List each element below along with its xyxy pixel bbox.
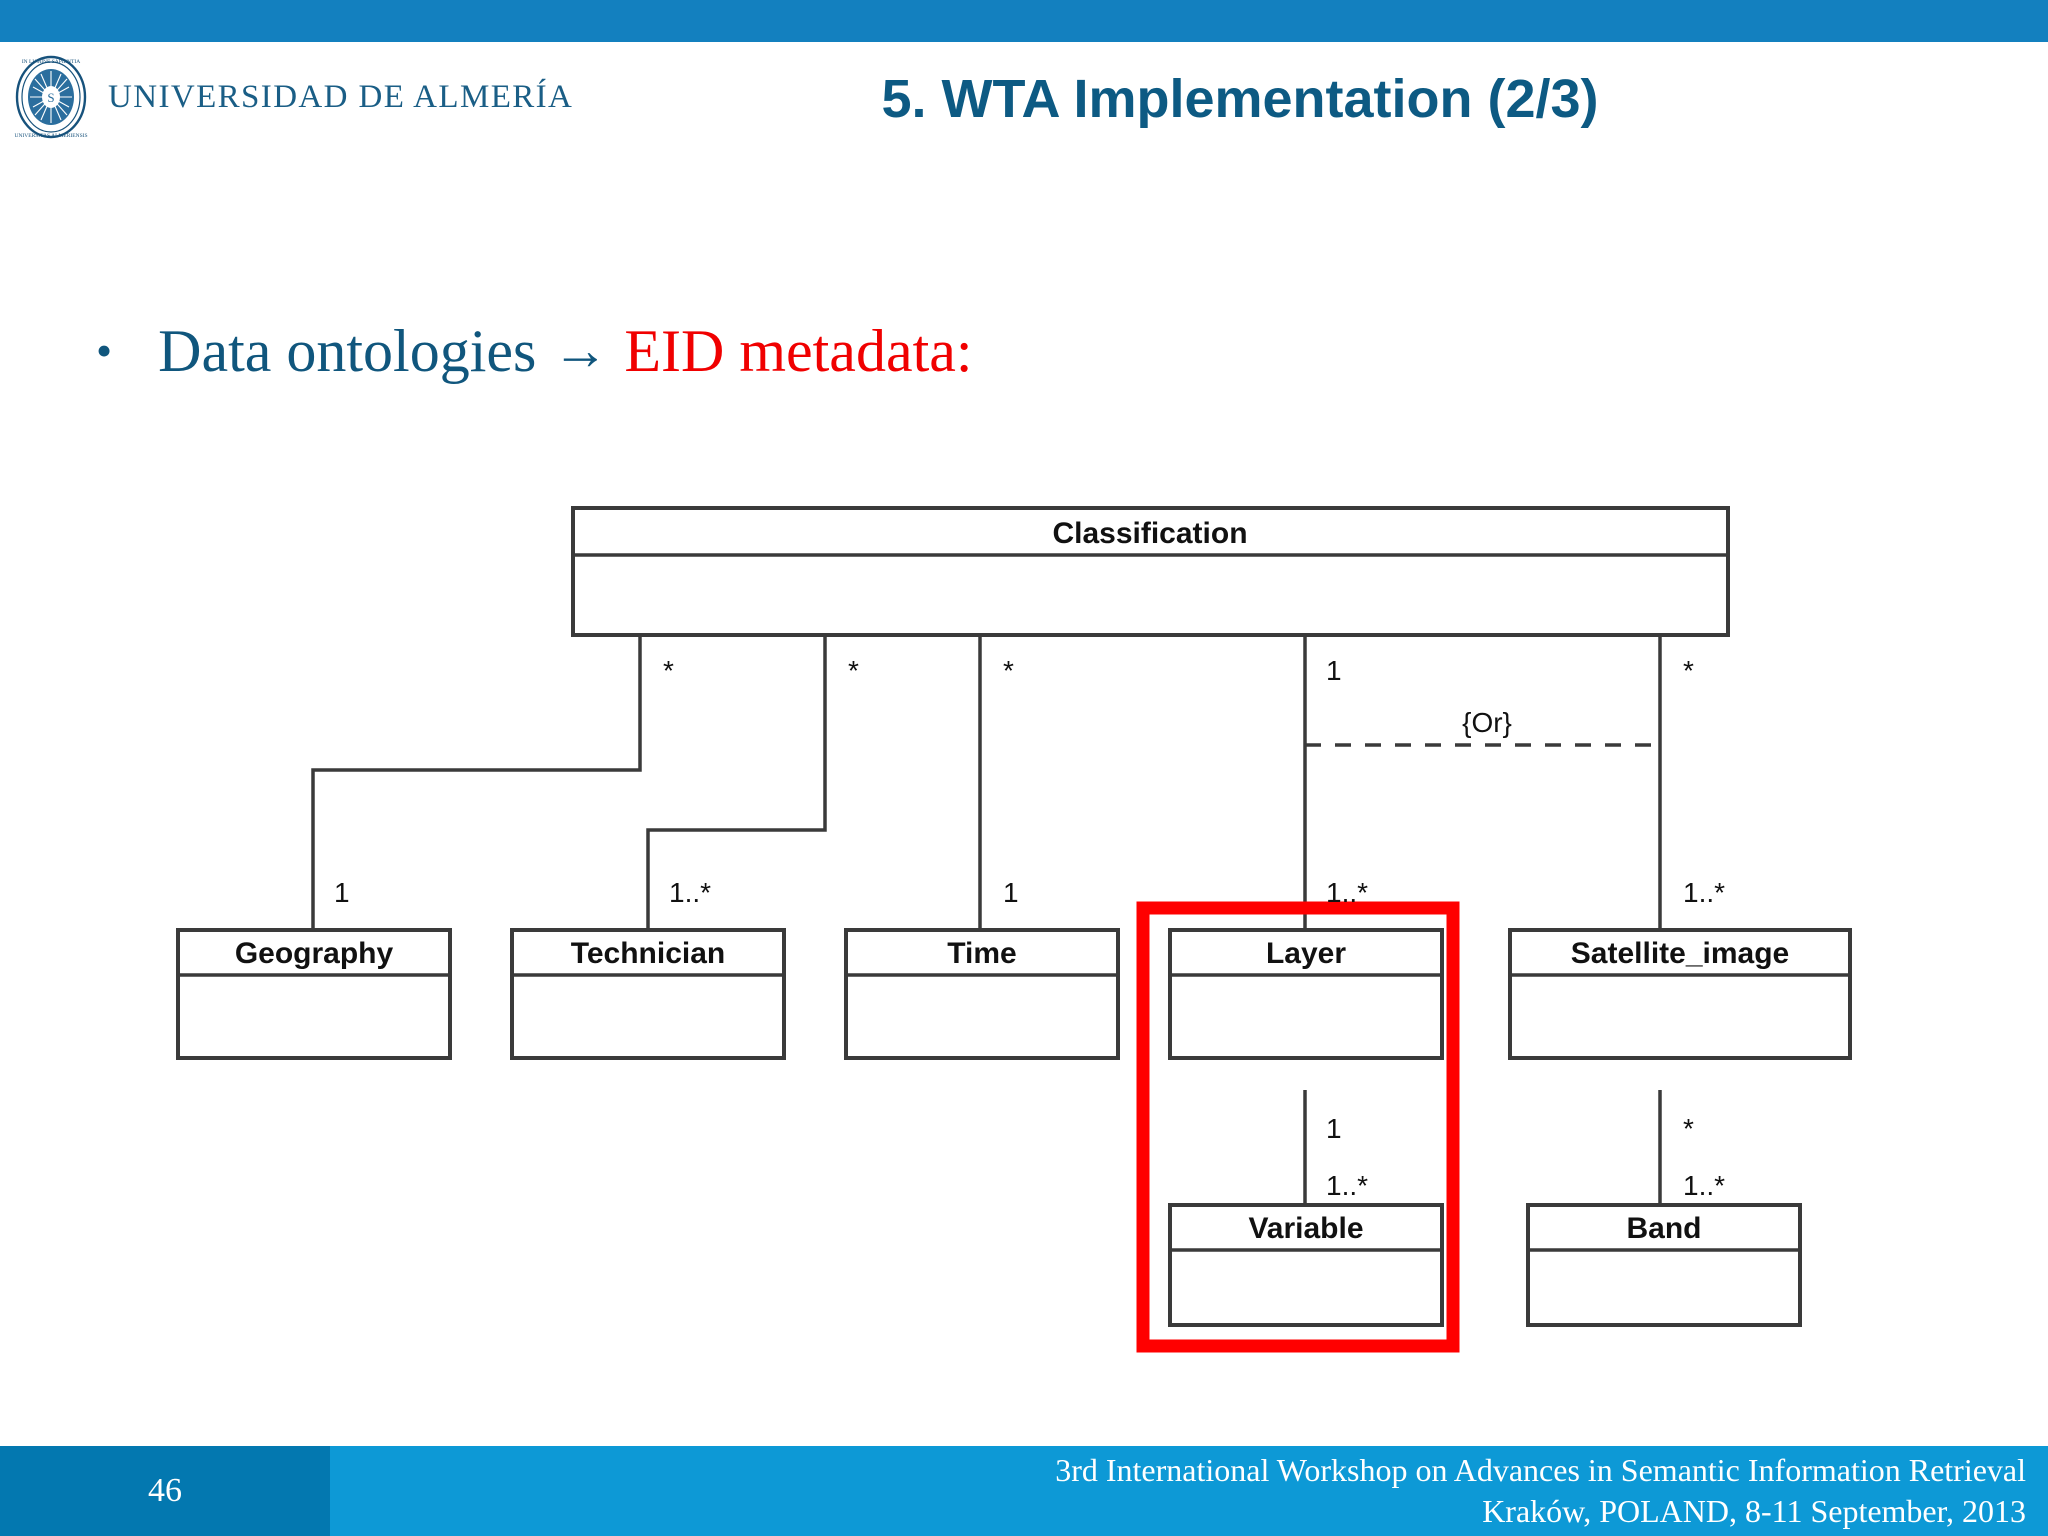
svg-text:IN LUMINE SAPIENTIA: IN LUMINE SAPIENTIA xyxy=(22,59,80,65)
university-seal-icon: S IN LUMINE SAPIENTIA UNIVERSITAS ALMERI… xyxy=(8,54,94,140)
mult-satellite-end: 1..* xyxy=(1683,877,1725,908)
mult-classification-satellite: * xyxy=(1683,655,1694,686)
mult-satellite-band-bottom: 1..* xyxy=(1683,1170,1725,1201)
red-highlight-box xyxy=(1136,901,1460,1353)
class-box-variable: Variable xyxy=(1168,1203,1444,1327)
bullet-text-primary: Data ontologies xyxy=(158,317,537,384)
footer-line-1: 3rd International Workshop on Advances i… xyxy=(1055,1452,2026,1489)
class-name-geography: Geography xyxy=(235,937,394,970)
mult-layer-end: 1..* xyxy=(1326,877,1368,908)
class-name-technician: Technician xyxy=(571,937,725,970)
top-accent-bar xyxy=(0,0,2048,42)
mult-technician-end: 1..* xyxy=(669,877,711,908)
arrow-icon: → xyxy=(552,320,609,382)
class-box-layer: Layer xyxy=(1168,928,1444,1060)
class-box-classification: Classification xyxy=(571,506,1730,637)
class-name-satellite-image: Satellite_image xyxy=(1571,937,1789,970)
class-name-classification: Classification xyxy=(1052,517,1247,550)
page-title: 5. WTA Implementation (2/3) xyxy=(881,69,1599,129)
university-name: UNIVERSIDAD DE ALMERÍA xyxy=(108,78,574,115)
class-name-layer: Layer xyxy=(1266,937,1346,970)
class-box-satellite-image: Satellite_image xyxy=(1508,928,1852,1060)
page-number: 46 xyxy=(148,1472,182,1509)
assoc-classification-geography xyxy=(311,635,642,930)
svg-text:S: S xyxy=(47,90,54,105)
class-box-geography: Geography xyxy=(176,928,452,1060)
mult-classification-technician: * xyxy=(848,655,859,686)
footer-line-2: Kraków, POLAND, 8-11 September, 2013 xyxy=(1482,1493,2026,1530)
assoc-classification-technician xyxy=(646,635,827,930)
class-name-time: Time xyxy=(947,937,1016,970)
page-number-box: 46 xyxy=(0,1446,330,1536)
university-branding: S IN LUMINE SAPIENTIA UNIVERSITAS ALMERI… xyxy=(8,52,572,142)
mult-classification-layer: 1 xyxy=(1326,655,1342,686)
footer-bar xyxy=(0,1446,2048,1536)
class-box-time: Time xyxy=(844,928,1120,1060)
class-name-variable: Variable xyxy=(1248,1212,1363,1245)
mult-layer-variable-top: 1 xyxy=(1326,1113,1342,1144)
mult-geography-end: 1 xyxy=(334,877,350,908)
mult-classification-geography: * xyxy=(663,655,674,686)
bullet-text-emphasis: EID metadata: xyxy=(624,317,973,384)
mult-classification-time: * xyxy=(1003,655,1014,686)
bullet-line: • Data ontologies → EID metadata: xyxy=(96,306,1496,396)
mult-time-end: 1 xyxy=(1003,877,1019,908)
or-constraint-label: {Or} xyxy=(1462,707,1512,738)
bullet-marker: • xyxy=(96,325,113,376)
uml-class-diagram: .cls-box{fill:#ffffff;stroke:#3a3a3a;str… xyxy=(0,430,2048,1410)
class-name-band: Band xyxy=(1627,1212,1702,1245)
class-box-band: Band xyxy=(1526,1203,1802,1327)
mult-layer-variable-bottom: 1..* xyxy=(1326,1170,1368,1201)
mult-satellite-band-top: * xyxy=(1683,1113,1694,1144)
class-box-technician: Technician xyxy=(510,928,786,1060)
footer-conference-info: 3rd International Workshop on Advances i… xyxy=(1055,1450,2026,1532)
svg-text:UNIVERSITAS ALMERIENSIS: UNIVERSITAS ALMERIENSIS xyxy=(14,133,87,139)
